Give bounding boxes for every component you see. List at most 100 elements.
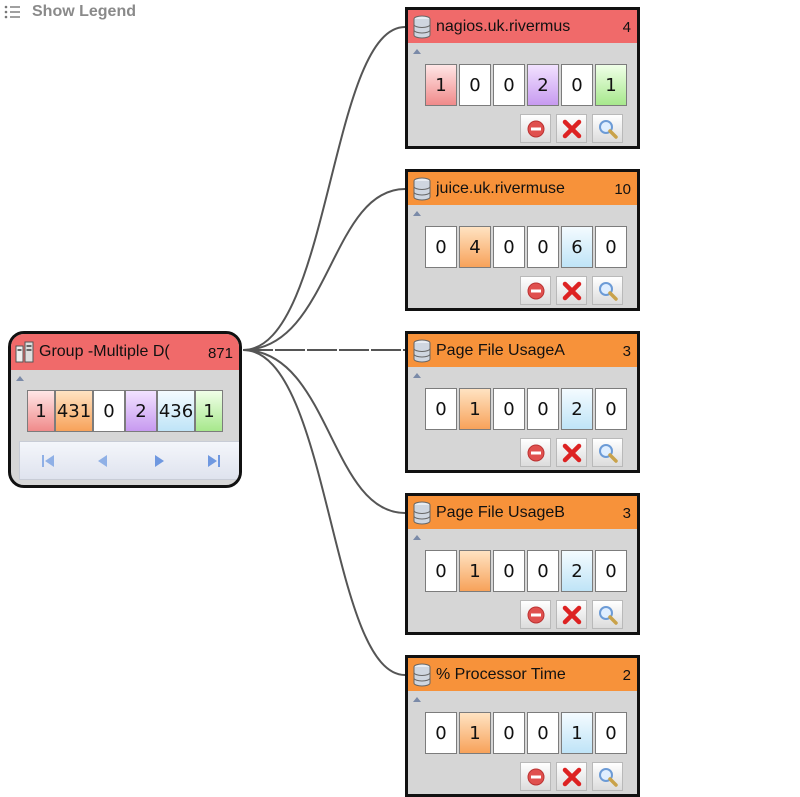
status-cell-value: 1 (203, 400, 215, 422)
group-pager (19, 441, 239, 480)
status-cell[interactable]: 0 (459, 64, 491, 106)
status-cell-value: 2 (571, 560, 583, 582)
status-cell[interactable]: 0 (425, 550, 457, 592)
collapse-triangle-icon[interactable] (412, 533, 422, 541)
disable-button[interactable] (520, 600, 551, 629)
status-cell-value: 0 (503, 236, 515, 258)
host-node-card[interactable]: Page File UsageB 3 0 1 0 0 2 0 (405, 493, 640, 635)
host-node-card[interactable]: % Processor Time 2 0 1 0 0 1 0 (405, 655, 640, 797)
status-cell[interactable]: 0 (527, 712, 559, 754)
disable-button[interactable] (520, 438, 551, 467)
first-page-button[interactable] (36, 449, 60, 473)
collapse-triangle-icon[interactable] (412, 47, 422, 55)
host-node-header[interactable]: Page File UsageA 3 (408, 334, 637, 367)
delete-button[interactable] (556, 600, 587, 629)
database-icon (413, 15, 431, 38)
host-node-count: 4 (622, 19, 631, 36)
status-cell[interactable]: 4 (459, 226, 491, 268)
prev-page-button[interactable] (91, 449, 115, 473)
status-cell[interactable]: 0 (425, 388, 457, 430)
collapse-triangle-icon[interactable] (15, 374, 25, 382)
zoom-button[interactable] (592, 438, 623, 467)
status-cell[interactable]: 2 (561, 388, 593, 430)
status-cell-value: 1 (571, 722, 583, 744)
status-cell[interactable]: 0 (595, 388, 627, 430)
status-cell[interactable]: 0 (493, 712, 525, 754)
status-cell-value: 4 (469, 236, 481, 258)
zoom-button[interactable] (592, 114, 623, 143)
status-cell-value: 1 (605, 74, 617, 96)
zoom-icon (598, 281, 618, 301)
host-node-header[interactable]: % Processor Time 2 (408, 658, 637, 691)
host-status-cells: 1 0 0 2 0 1 (425, 64, 629, 106)
host-node-count: 3 (622, 505, 631, 522)
delete-button[interactable] (556, 114, 587, 143)
last-page-button[interactable] (202, 449, 226, 473)
status-cell-value: 2 (571, 398, 583, 420)
status-cell[interactable]: 1 (595, 64, 627, 106)
status-cell-value: 1 (435, 74, 447, 96)
status-cell[interactable]: 0 (527, 226, 559, 268)
status-cell[interactable]: 0 (493, 64, 525, 106)
status-cell[interactable]: 0 (527, 550, 559, 592)
status-cell[interactable]: 1 (561, 712, 593, 754)
status-cell[interactable]: 0 (425, 226, 457, 268)
status-cell[interactable]: 2 (561, 550, 593, 592)
show-legend-toggle[interactable]: Show Legend (4, 2, 136, 22)
status-cell[interactable]: 1 (195, 390, 223, 432)
host-node-card[interactable]: nagios.uk.rivermus 4 1 0 0 2 0 1 (405, 7, 640, 149)
host-node-title: % Processor Time (436, 665, 566, 683)
connector-line (242, 349, 406, 676)
status-cell[interactable]: 1 (459, 712, 491, 754)
status-cell[interactable]: 1 (425, 64, 457, 106)
status-cell[interactable]: 0 (595, 550, 627, 592)
status-cell[interactable]: 0 (595, 226, 627, 268)
host-node-card[interactable]: juice.uk.rivermuse 10 0 4 0 0 6 0 (405, 169, 640, 311)
delete-icon (562, 605, 581, 624)
status-cell[interactable]: 0 (595, 712, 627, 754)
status-cell-value: 1 (35, 400, 47, 422)
host-node-header[interactable]: Page File UsageB 3 (408, 496, 637, 529)
status-cell[interactable]: 436 (157, 390, 195, 432)
status-cell[interactable]: 0 (425, 712, 457, 754)
host-node-card[interactable]: Page File UsageA 3 0 1 0 0 2 0 (405, 331, 640, 473)
host-status-cells: 0 1 0 0 2 0 (425, 388, 629, 430)
status-cell[interactable]: 431 (55, 390, 93, 432)
status-cell[interactable]: 0 (561, 64, 593, 106)
status-cell-value: 0 (503, 74, 515, 96)
status-cell-value: 0 (435, 722, 447, 744)
status-cell[interactable]: 1 (459, 550, 491, 592)
status-cell[interactable]: 0 (493, 226, 525, 268)
disable-icon (527, 282, 544, 299)
collapse-triangle-icon[interactable] (412, 371, 422, 379)
zoom-button[interactable] (592, 276, 623, 305)
status-cell[interactable]: 0 (493, 388, 525, 430)
list-icon (4, 5, 20, 19)
status-cell[interactable]: 0 (493, 550, 525, 592)
host-node-header[interactable]: nagios.uk.rivermus 4 (408, 10, 637, 43)
status-cell-value: 0 (503, 722, 515, 744)
collapse-triangle-icon[interactable] (412, 209, 422, 217)
status-cell[interactable]: 1 (459, 388, 491, 430)
disable-button[interactable] (520, 276, 551, 305)
status-cell[interactable]: 2 (125, 390, 157, 432)
status-cell[interactable]: 0 (93, 390, 125, 432)
status-cell-value: 1 (469, 560, 481, 582)
disable-button[interactable] (520, 114, 551, 143)
collapse-triangle-icon[interactable] (412, 695, 422, 703)
host-node-header[interactable]: juice.uk.rivermuse 10 (408, 172, 637, 205)
delete-button[interactable] (556, 276, 587, 305)
next-page-button[interactable] (147, 449, 171, 473)
status-cell-value: 1 (469, 722, 481, 744)
status-cell[interactable]: 6 (561, 226, 593, 268)
group-node-header[interactable]: Group -Multiple D( 871 (11, 334, 239, 370)
group-node-card[interactable]: Group -Multiple D( 871 1 431 0 2 436 1 (8, 331, 242, 488)
delete-button[interactable] (556, 438, 587, 467)
status-cell-value: 436 (158, 400, 194, 422)
status-cell[interactable]: 2 (527, 64, 559, 106)
zoom-button[interactable] (592, 600, 623, 629)
status-cell[interactable]: 1 (27, 390, 55, 432)
delete-icon (562, 281, 581, 300)
status-cell-value: 0 (503, 398, 515, 420)
status-cell[interactable]: 0 (527, 388, 559, 430)
